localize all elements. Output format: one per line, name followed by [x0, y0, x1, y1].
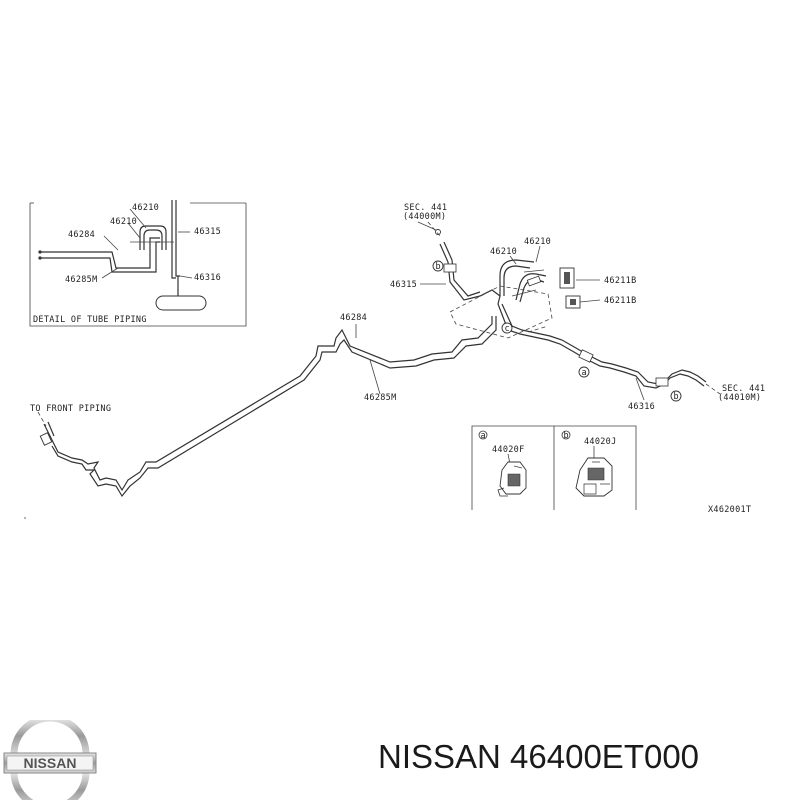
callout-b-right: b — [670, 390, 682, 402]
label-46210-left: 46210 — [490, 247, 517, 257]
callout-c: c — [501, 322, 513, 334]
svg-text:c: c — [505, 324, 510, 334]
callout-a: a — [578, 366, 590, 378]
detail-inset: 46210 46210 46284 46315 46285M 46316 DET… — [29, 200, 247, 327]
label-sec-441-right: SEC. 441 — [722, 384, 765, 394]
detail-label-46210-top: 46210 — [132, 203, 159, 213]
detail-label-46315: 46315 — [194, 227, 221, 237]
clip-panel-44020j: b 44020J — [561, 430, 617, 497]
detail-tube-piping — [38, 200, 207, 311]
clip-panel-44020f: a 44020F — [478, 430, 527, 497]
clip-46211b-lower — [565, 295, 581, 309]
nissan-logo-icon: NISSAN — [3, 720, 97, 800]
detail-title: DETAIL OF TUBE PIPING — [33, 315, 147, 325]
detail-label-46284: 46284 — [68, 230, 95, 240]
svg-text:a: a — [582, 368, 587, 378]
callout-b-top: b — [432, 260, 444, 272]
label-46210-right: 46210 — [524, 237, 551, 247]
label-44020f: 44020F — [492, 445, 525, 455]
caption-part-number: 46400ET000 — [510, 738, 700, 775]
label-46211b-lower: 46211B — [604, 296, 637, 306]
label-sec-441-right-sub: (44010M) — [718, 393, 761, 403]
label-46284: 46284 — [340, 313, 367, 323]
clip-46211b-upper — [559, 267, 575, 289]
label-46211b-upper: 46211B — [604, 276, 637, 286]
label-to-front-piping: TO FRONT PIPING — [30, 404, 111, 414]
caption-brand: NISSAN — [378, 738, 501, 775]
svg-text:b: b — [564, 431, 569, 441]
label-46316: 46316 — [628, 402, 655, 412]
detail-label-46316: 46316 — [194, 273, 221, 283]
label-46285m: 46285M — [364, 393, 397, 403]
main-tube-assembly — [37, 221, 721, 498]
detail-label-46210-mid: 46210 — [110, 217, 137, 227]
label-46315: 46315 — [390, 280, 417, 290]
clip-panels: a 44020F b 44020J — [471, 425, 637, 510]
label-sec-441-top: SEC. 441 — [404, 203, 447, 213]
part-caption: NISSAN 46400ET000 — [378, 738, 699, 776]
detail-label-46285m: 46285M — [65, 275, 98, 285]
svg-text:a: a — [481, 431, 486, 441]
svg-text:b: b — [674, 392, 679, 402]
label-sec-441-top-sub: (44000M) — [403, 212, 446, 222]
drawing-code: X462001T — [708, 505, 751, 515]
svg-text:b: b — [436, 262, 441, 272]
logo-wordmark: NISSAN — [24, 755, 77, 771]
label-44020j: 44020J — [584, 437, 617, 447]
